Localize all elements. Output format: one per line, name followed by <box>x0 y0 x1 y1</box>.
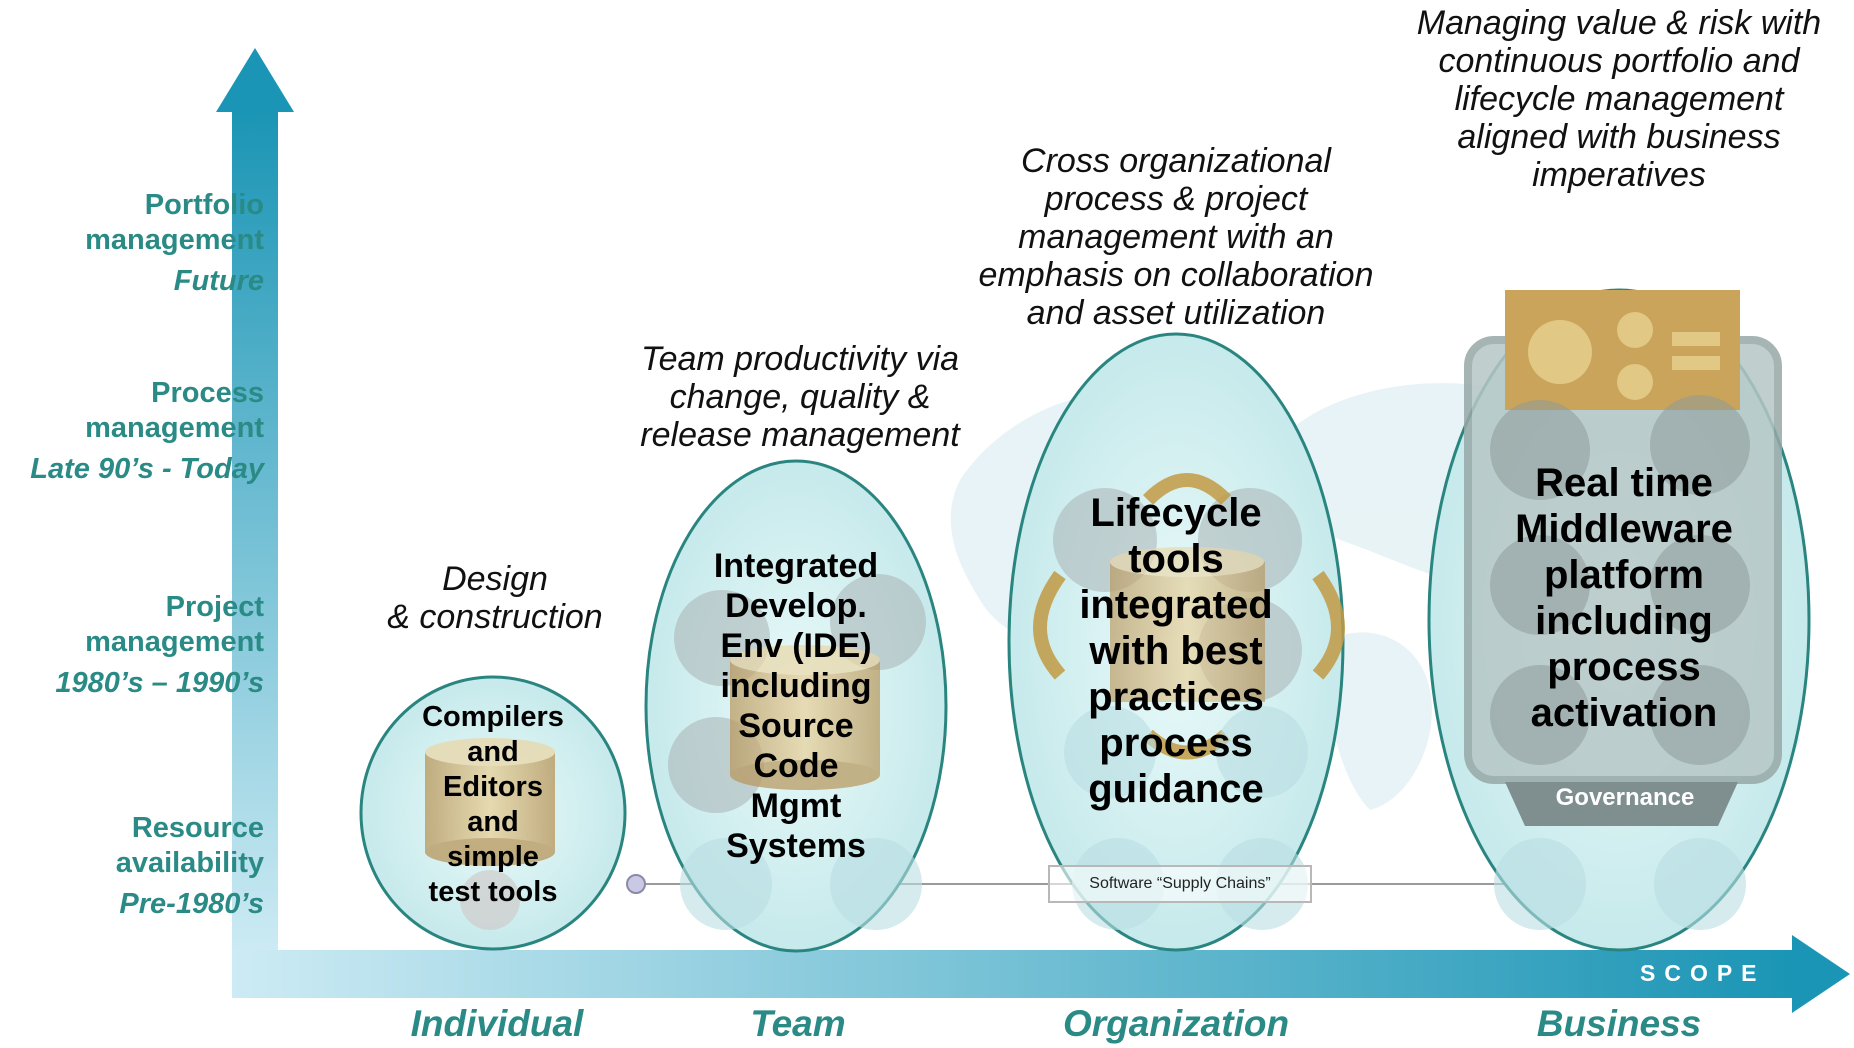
inner-line: Compilers <box>422 701 564 733</box>
inner-line: Env (IDE) <box>720 627 872 665</box>
caption-business: Managing value & risk with continuous po… <box>1386 4 1852 194</box>
inner-line: Editors <box>443 771 543 803</box>
y-label-resource: Resource availability Pre-1980’s <box>116 811 264 922</box>
inner-line: tools <box>1128 537 1224 581</box>
caption-line: Design <box>442 560 548 598</box>
y-label-era: Pre-1980’s <box>119 888 264 920</box>
caption-line: change, quality & <box>669 378 931 416</box>
caption-line: lifecycle management <box>1454 80 1784 118</box>
inner-line: Integrated <box>713 547 879 585</box>
inner-line: guidance <box>1088 767 1264 811</box>
inner-text-organization: Lifecycle tools integrated with best pra… <box>1036 490 1316 812</box>
y-label-era: Late 90’s - Today <box>30 453 264 485</box>
y-label-era: Future <box>173 265 264 297</box>
inner-line: process <box>1547 645 1701 689</box>
ellipse-team <box>644 459 948 953</box>
y-label-era: 1980’s – 1990’s <box>55 667 264 699</box>
caption-line: management with an <box>1018 218 1334 256</box>
inner-line: Systems <box>726 827 866 865</box>
x-label-business: Business <box>1536 1003 1702 1044</box>
x-label-organization: Organization <box>1062 1003 1290 1044</box>
y-axis-arrow <box>216 48 294 954</box>
person-photo-icon <box>1650 535 1750 635</box>
inner-line: platform <box>1544 553 1704 597</box>
database-icon <box>730 645 880 790</box>
caption-line: release management <box>640 416 960 454</box>
inner-text-business: Real time Middleware platform including … <box>1474 460 1774 736</box>
person-photo-icon <box>830 574 926 670</box>
inner-line: practices <box>1088 675 1264 719</box>
person-photo-icon <box>1490 535 1590 635</box>
person-photo-icon <box>1490 400 1590 500</box>
inner-line: Mgmt <box>750 787 842 825</box>
caption-line: Cross organizational <box>1021 142 1331 180</box>
governance-banner <box>1505 782 1738 826</box>
inner-line: process <box>1099 721 1253 765</box>
inner-line: Real time <box>1535 461 1713 505</box>
person-photo-icon <box>1650 395 1750 495</box>
x-label-individual: Individual <box>410 1003 584 1044</box>
database-icon <box>425 738 555 866</box>
x-axis-title: SCOPE <box>1640 960 1766 986</box>
caption-line: Team productivity via <box>640 340 960 378</box>
ellipse-individual <box>359 675 627 951</box>
inner-line: and <box>467 806 519 838</box>
x-axis-arrow <box>232 935 1850 1013</box>
y-label-line2: management <box>85 626 264 658</box>
ellipse-organization <box>1007 332 1345 952</box>
database-icon <box>1110 547 1265 702</box>
caption-line: and asset utilization <box>1026 294 1326 332</box>
y-label-portfolio: Portfolio management Future <box>85 188 264 299</box>
person-photo-icon <box>460 870 520 930</box>
caption-team: Team productivity via change, quality & … <box>600 340 1000 454</box>
y-label-line2: management <box>85 224 264 256</box>
y-label-line1: Portfolio <box>144 189 264 221</box>
y-label-process: Process management Late 90’s - Today <box>30 376 264 487</box>
person-photo-icon <box>1490 665 1590 765</box>
inner-line: integrated <box>1079 583 1273 627</box>
ellipse-business <box>1427 288 1811 952</box>
caption-line: & construction <box>387 598 603 636</box>
person-photo-icon <box>1650 665 1750 765</box>
caption-line: Managing value & risk with <box>1416 4 1822 42</box>
caption-individual: Design & construction <box>355 560 635 636</box>
y-label-line1: Process <box>151 377 264 409</box>
inner-line: with best <box>1089 629 1263 673</box>
inner-line: including <box>1535 599 1713 643</box>
y-label-line1: Project <box>165 591 264 623</box>
inner-line: and <box>467 736 519 768</box>
y-label-line2: availability <box>115 847 264 879</box>
inner-line: test tools <box>428 876 558 908</box>
y-label-line2: management <box>85 412 264 444</box>
inner-line: Source <box>738 707 854 745</box>
caption-line: imperatives <box>1532 156 1706 194</box>
caption-organization: Cross organizational process & project m… <box>956 142 1396 332</box>
inner-line: including <box>720 667 872 705</box>
governance-label: Governance <box>1555 784 1695 811</box>
inner-text-individual: Compilers and Editors and simple test to… <box>383 700 603 910</box>
inner-line: Lifecycle <box>1090 491 1262 535</box>
x-label-team: Team <box>750 1003 846 1044</box>
inner-text-team: Integrated Develop. Env (IDE) including … <box>656 546 936 866</box>
caption-line: emphasis on collaboration <box>978 256 1374 294</box>
caption-line: continuous portfolio and <box>1438 42 1800 80</box>
supply-chain-label: Software “Supply Chains” <box>1048 865 1312 903</box>
inner-line: Develop. <box>725 587 867 625</box>
inner-line: Code <box>753 747 839 785</box>
inner-line: activation <box>1530 691 1718 735</box>
inner-line: Middleware <box>1515 507 1733 551</box>
y-label-project: Project management 1980’s – 1990’s <box>55 590 264 701</box>
y-label-line1: Resource <box>131 812 264 844</box>
inner-line: simple <box>447 841 539 873</box>
caption-line: aligned with business <box>1457 118 1781 156</box>
caption-line: process & project <box>1044 180 1308 218</box>
